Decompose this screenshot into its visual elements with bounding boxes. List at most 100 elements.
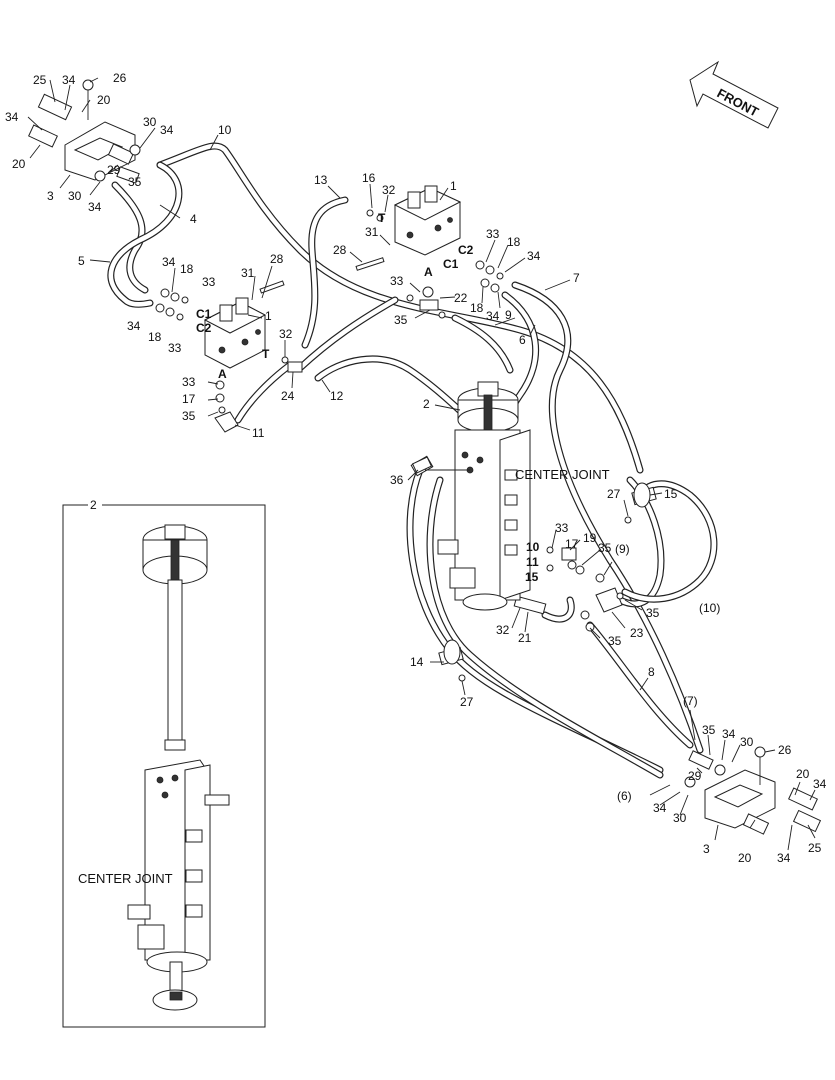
callout-26: 26 <box>113 71 127 85</box>
callout-16: 16 <box>362 171 376 185</box>
fittings <box>155 209 657 682</box>
callout-33: 33 <box>486 227 500 241</box>
port-t-upper: T <box>378 211 386 225</box>
callout-35: 35 <box>608 634 622 648</box>
callout-18: 18 <box>470 301 484 315</box>
callout-20: 20 <box>97 93 111 107</box>
bracket-upper-left <box>28 79 141 184</box>
callout-18: 18 <box>507 235 521 249</box>
callout-30: 30 <box>143 115 157 129</box>
port-a-upper: A <box>424 265 433 279</box>
port-t-left: T <box>262 347 270 361</box>
callout-29: 29 <box>107 163 121 177</box>
center-joint-main <box>437 381 531 611</box>
callout-20: 20 <box>738 851 752 865</box>
valve-block-left <box>203 280 285 369</box>
callout-34: 34 <box>5 110 19 124</box>
callout-20: 20 <box>796 767 810 781</box>
callout-35: 35 <box>646 606 660 620</box>
callout-7-paren: (7) <box>683 694 698 708</box>
callout-17: 17 <box>565 537 579 551</box>
callout-20: 20 <box>12 157 26 171</box>
front-arrow: FRONT <box>689 60 779 129</box>
callout-29: 29 <box>688 769 702 783</box>
leader-lines <box>27 77 816 851</box>
callout-9: 9 <box>505 308 512 322</box>
port-10: 10 <box>526 540 540 554</box>
callout-8: 8 <box>648 665 655 679</box>
callout-21: 21 <box>518 631 532 645</box>
port-11: 11 <box>526 555 539 569</box>
callout-34: 34 <box>127 319 141 333</box>
callout-30: 30 <box>68 189 82 203</box>
callout-31: 31 <box>241 266 255 280</box>
port-c1-left: C1 <box>196 307 212 321</box>
callout-35: 35 <box>394 313 408 327</box>
callout-34: 34 <box>62 73 76 87</box>
callout-33: 33 <box>182 375 196 389</box>
callout-2: 2 <box>423 397 430 411</box>
callout-34: 34 <box>527 249 541 263</box>
callout-13: 13 <box>314 173 328 187</box>
callout-34: 34 <box>777 851 791 865</box>
callout-12: 12 <box>330 389 344 403</box>
callout-32: 32 <box>279 327 293 341</box>
callout-17: 17 <box>182 392 196 406</box>
clamps <box>443 482 651 665</box>
callout-6-paren: (6) <box>617 789 632 803</box>
callout-30: 30 <box>740 735 754 749</box>
callout-18: 18 <box>180 262 194 276</box>
callout-34: 34 <box>813 777 827 791</box>
callout-33: 33 <box>390 274 404 288</box>
inset-box: 2 <box>62 497 266 1028</box>
callout-1: 1 <box>450 179 457 193</box>
callout-15: 15 <box>664 487 678 501</box>
callout-34: 34 <box>162 255 176 269</box>
callout-4: 4 <box>190 212 197 226</box>
callout-1: 1 <box>265 309 272 323</box>
hose-5 <box>107 161 183 308</box>
callout-30: 30 <box>673 811 687 825</box>
connector-36 <box>411 456 470 474</box>
callout-33: 33 <box>168 341 182 355</box>
port-labels: C1 C2 T A T C2 C1 A 10 11 15 <box>196 211 540 584</box>
callout-34: 34 <box>722 727 736 741</box>
callout-28: 28 <box>333 243 347 257</box>
callout-34: 34 <box>653 801 667 815</box>
callout-11: 11 <box>252 426 265 440</box>
callout-34: 34 <box>88 200 102 214</box>
callout-33: 33 <box>202 275 216 289</box>
callout-3: 3 <box>47 189 54 203</box>
center-joint-inset-label: CENTER JOINT <box>78 871 173 886</box>
hose-group <box>107 142 718 779</box>
port-15: 15 <box>525 570 539 584</box>
callout-35: 35 <box>702 723 716 737</box>
callout-14: 14 <box>410 655 424 669</box>
callout-34: 34 <box>160 123 174 137</box>
callout-25: 25 <box>33 73 47 87</box>
port-a-left: A <box>218 367 227 381</box>
callout-9-paren: (9) <box>615 542 630 556</box>
bracket-lower-right <box>684 746 822 835</box>
callout-35: 35 <box>182 409 196 423</box>
port-c2-left: C2 <box>196 321 212 335</box>
callout-18: 18 <box>148 330 162 344</box>
callout-34: 34 <box>486 309 500 323</box>
callout-27: 27 <box>607 487 621 501</box>
callout-27: 27 <box>460 695 474 709</box>
callout-31: 31 <box>365 225 379 239</box>
port-c2-upper: C2 <box>458 243 474 257</box>
callout-35: 35 <box>598 541 612 555</box>
callout-36: 36 <box>390 473 404 487</box>
callout-26: 26 <box>778 743 792 757</box>
callout-32: 32 <box>496 623 510 637</box>
callout-24: 24 <box>281 389 295 403</box>
callout-3: 3 <box>703 842 710 856</box>
valve-block-upper <box>355 185 462 271</box>
callout-6: 6 <box>519 333 526 347</box>
callout-25: 25 <box>808 841 822 855</box>
callout-28: 28 <box>270 252 284 266</box>
callout-numbers: 25 34 26 20 34 30 34 10 20 29 35 3 30 34… <box>5 71 827 865</box>
callout-35: 35 <box>128 175 142 189</box>
